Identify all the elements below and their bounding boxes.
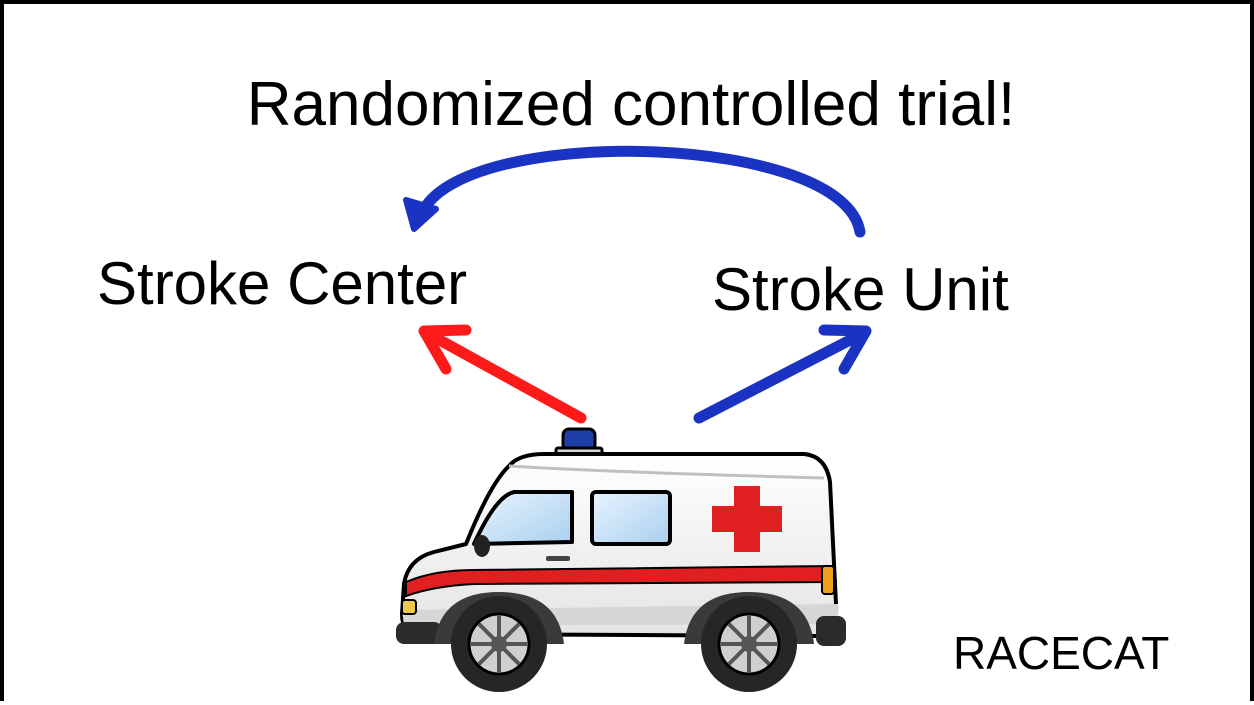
blue-arrow-to-stroke-unit <box>693 324 872 424</box>
curved-transfer-arrow <box>403 145 866 238</box>
red-arrow-to-stroke-center <box>418 324 587 424</box>
front-wheel <box>451 596 547 692</box>
trial-name-label: RACECAT <box>953 627 1170 679</box>
diagram-canvas <box>396 145 872 692</box>
stroke-center-label: Stroke Center <box>97 250 468 317</box>
red-cross-icon <box>712 486 782 552</box>
stroke-unit-label: Stroke Unit <box>712 256 1009 323</box>
rear-wheel <box>701 596 797 692</box>
ambulance-icon <box>396 427 846 692</box>
slide-title: Randomized controlled trial! <box>246 70 1016 139</box>
